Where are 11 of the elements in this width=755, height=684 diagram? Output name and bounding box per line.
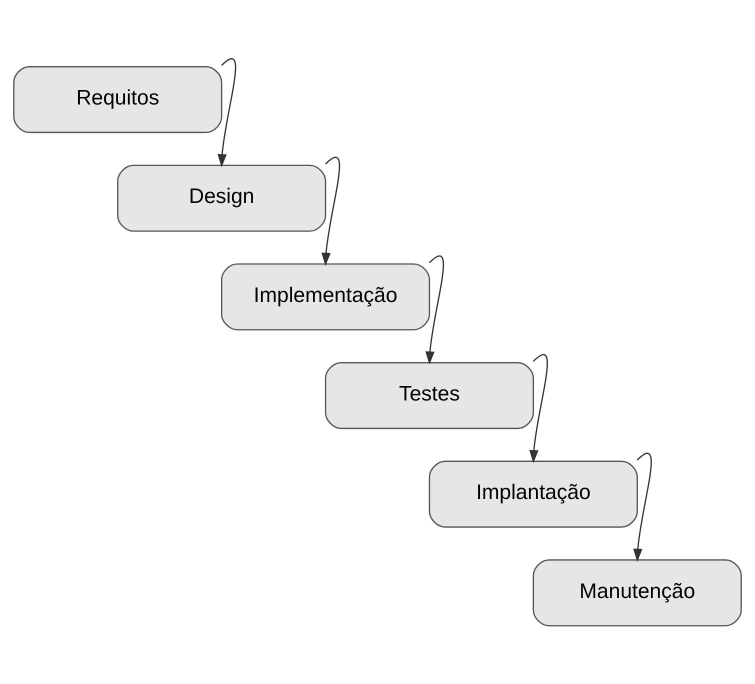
arrow — [633, 452, 652, 562]
node-box: Manutenção — [532, 559, 742, 626]
node-box: Testes — [324, 362, 534, 430]
arrow — [218, 58, 236, 168]
arrow — [321, 156, 340, 266]
node-box: Implementação — [220, 263, 430, 330]
arrow — [529, 354, 548, 464]
node-box: Design — [117, 164, 326, 232]
arrow — [425, 256, 444, 365]
node-box: Implantação — [428, 460, 638, 528]
node-box: Requitos — [13, 66, 222, 134]
